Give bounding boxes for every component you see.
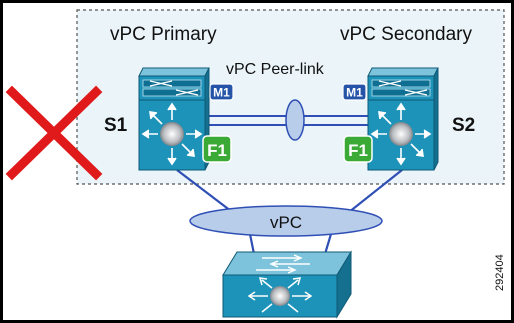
vpc-label: vPC — [270, 213, 302, 232]
f1-label-left: F1 — [207, 141, 227, 160]
vpc-primary-label: vPC Primary — [110, 24, 217, 45]
s1-label: S1 — [104, 115, 128, 136]
red-x-icon — [5, 85, 103, 181]
f1-module-badge-left — [202, 135, 232, 163]
vpc-secondary-label: vPC Secondary — [340, 24, 473, 45]
peer-link-label: vPC Peer-link — [226, 61, 325, 78]
s2-label: S2 — [452, 115, 475, 136]
m1-module-badge-left — [209, 83, 234, 101]
m1-module-badge-right — [342, 83, 367, 101]
figure-id: 292404 — [494, 254, 506, 291]
peer-link-port-channel — [285, 99, 305, 141]
access-hub-icon — [270, 286, 290, 306]
access-switch — [222, 250, 352, 319]
switch-hub-icon — [160, 122, 184, 146]
f1-label-right: F1 — [348, 141, 368, 160]
switch-s2 — [367, 67, 439, 171]
switch-s1 — [138, 67, 210, 171]
m1-label-left: M1 — [213, 86, 230, 100]
switch-hub-icon — [389, 122, 413, 146]
f1-module-badge-right — [343, 135, 373, 163]
m1-label-right: M1 — [346, 86, 363, 100]
vpc-port-channel — [189, 205, 383, 237]
